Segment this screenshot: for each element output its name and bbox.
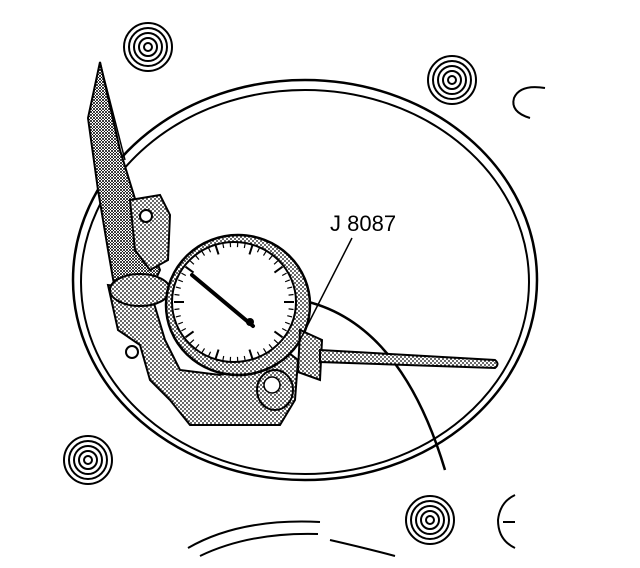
- dial-tick: [174, 308, 180, 311]
- dial-needle: [190, 273, 255, 328]
- dial-tick: [284, 321, 291, 325]
- dial-tick: [214, 244, 220, 255]
- dial-tick: [256, 247, 261, 253]
- dial-tick: [287, 286, 293, 289]
- dial-tick: [184, 330, 195, 339]
- dial-tick: [195, 255, 200, 261]
- dial-tick: [184, 265, 195, 274]
- dial-hub: [246, 318, 254, 326]
- dial-tick: [177, 279, 184, 283]
- dial-tick: [243, 355, 246, 362]
- dial-tick: [175, 286, 181, 289]
- plunger-housing: [296, 328, 324, 382]
- edge-arc-upper: [512, 86, 546, 119]
- dial-tick: [273, 265, 284, 274]
- piston-arc: [299, 298, 447, 471]
- bolt-hole-bottom-right: [405, 495, 455, 545]
- bracket-screw-top: [139, 209, 153, 223]
- dial-tick: [273, 339, 279, 344]
- dial-tick: [284, 279, 291, 283]
- bracket-cylinder: [109, 273, 171, 307]
- dial-tick: [189, 260, 195, 265]
- dial-tick: [201, 348, 206, 353]
- gauge-base-bracket: [106, 283, 300, 426]
- dial-face: [171, 241, 297, 363]
- dial-tick: [214, 349, 220, 360]
- dial-tick: [262, 251, 267, 256]
- dial-tick: [288, 308, 294, 311]
- dial-tick: [248, 349, 254, 360]
- dial-tick: [207, 247, 212, 253]
- dial-tick: [181, 327, 187, 332]
- dial-tick: [222, 355, 225, 362]
- bolt-hole-top-left: [123, 22, 173, 72]
- dial-tick: [177, 321, 184, 325]
- bolt-hole-bottom-left: [63, 435, 113, 485]
- dial-tick: [273, 260, 279, 265]
- dial-tick: [207, 351, 212, 357]
- dial-tick-marks: [174, 242, 294, 362]
- lower-arc-left: [187, 520, 321, 549]
- cylinder-bore-inner: [80, 89, 530, 475]
- dial-tick: [195, 343, 200, 349]
- lower-arc-left-2: [199, 532, 319, 557]
- dial-tick: [222, 242, 225, 249]
- dial-tick: [268, 255, 273, 261]
- dial-tick: [248, 244, 254, 255]
- callout-label: J 8087: [330, 211, 396, 236]
- edge-arc-lower: [496, 494, 516, 549]
- dial-tick: [201, 251, 206, 256]
- dial-tick: [243, 242, 246, 249]
- dial-tick: [281, 272, 287, 277]
- cylinder-bore-outer: [71, 78, 539, 482]
- dial-tick: [268, 343, 273, 349]
- dial-tick: [281, 327, 287, 332]
- dial-tick: [181, 272, 187, 277]
- dial-tick: [273, 330, 284, 339]
- dial-tick: [287, 315, 293, 318]
- bracket-screw-left: [125, 345, 139, 359]
- dial-tick: [175, 315, 181, 318]
- dial-tick: [288, 293, 294, 296]
- callout-leader-line: [299, 237, 353, 341]
- dial-tick: [256, 351, 261, 357]
- bolt-hole-top-right: [427, 55, 477, 105]
- dial-tick: [189, 339, 195, 344]
- lower-arc-right: [329, 539, 396, 557]
- dial-tick: [262, 348, 267, 353]
- dial-tick: [174, 293, 180, 296]
- probe-rod: [319, 348, 499, 370]
